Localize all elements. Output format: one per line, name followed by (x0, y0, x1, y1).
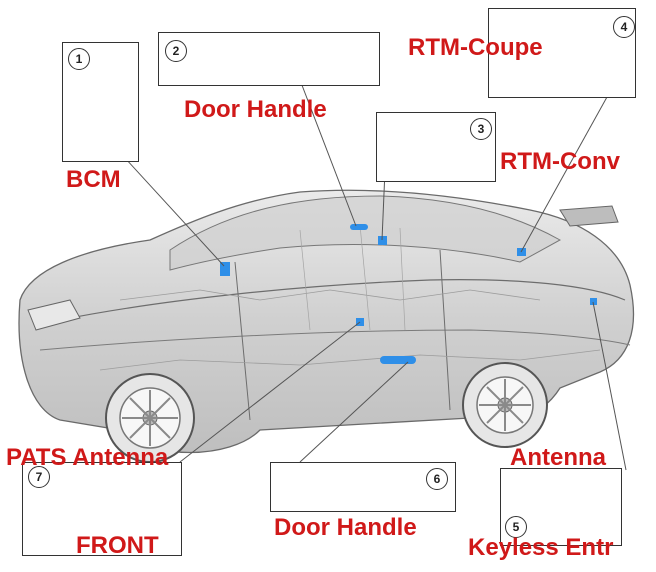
label-antenna: Antenna (510, 446, 606, 470)
callout-number-4: 4 (613, 16, 635, 38)
callout-box-door-handle-lower (270, 462, 456, 512)
label-rtm-coupe: RTM-Coupe (408, 36, 543, 60)
label-rtm-conv: RTM-Conv (500, 150, 620, 174)
label-pats-antenna: PATS Antenna (6, 446, 168, 470)
callout-number-1: 1 (68, 48, 90, 70)
rear-wheel (463, 363, 547, 447)
label-door-handle-upper: Door Handle (184, 98, 327, 122)
label-keyless-entry: Keyless Entr (468, 536, 613, 560)
door-handle-upper-location (350, 224, 368, 230)
callout-box-door-handle-upper (158, 32, 380, 86)
label-door-handle-lower: Door Handle (274, 516, 417, 540)
label-bcm: BCM (66, 168, 121, 192)
bcm-location (220, 262, 230, 276)
callout-number-3: 3 (470, 118, 492, 140)
label-front: FRONT (76, 534, 159, 558)
door-handle-lower-location (380, 356, 416, 364)
callout-number-6: 6 (426, 468, 448, 490)
callout-number-2: 2 (165, 40, 187, 62)
